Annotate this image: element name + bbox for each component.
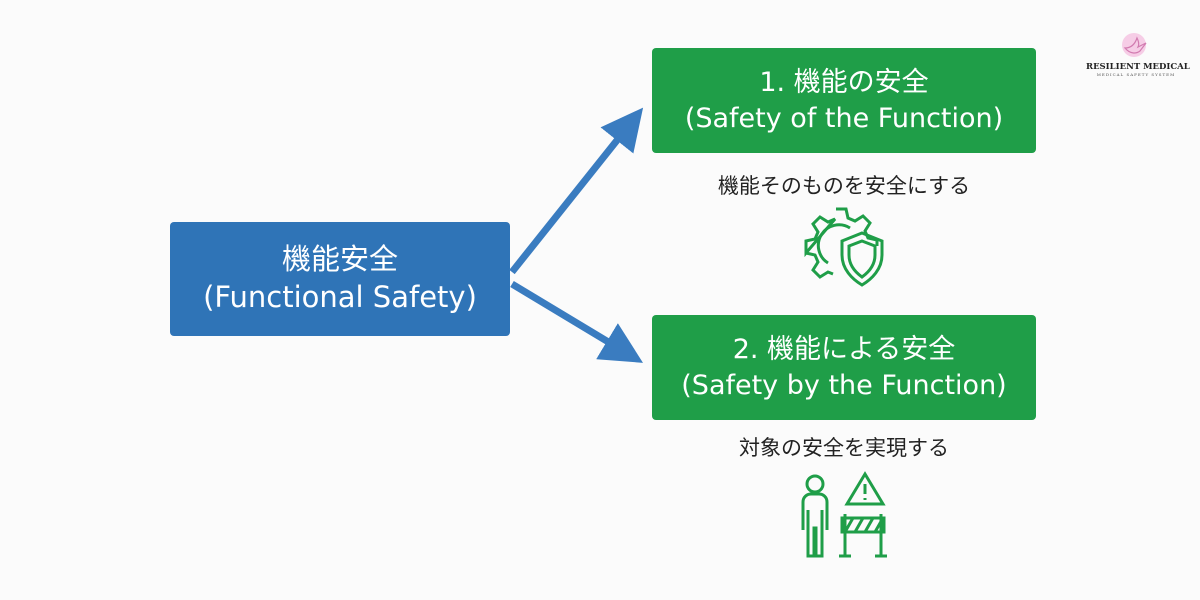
branch1-title: 1. 機能の安全 [759,67,929,99]
safety-of-function-box: 1. 機能の安全 (Safety of the Function) [652,48,1036,153]
branch2-title: 2. 機能による安全 [732,334,956,366]
root-subtitle: (Functional Safety) [203,280,477,314]
branch2-caption: 対象の安全を実現する [739,436,949,460]
logo-subtitle: MEDICAL SAFETY SYSTEM [1096,72,1176,77]
safety-by-function-box: 2. 機能による安全 (Safety by the Function) [652,315,1036,420]
logo-title: RESILIENT MEDICAL [1086,62,1190,72]
person-barrier-warning-icon [801,471,887,558]
resilient-medical-logo: RESILIENT MEDICAL MEDICAL SAFETY SYSTEM [1086,32,1190,77]
arrow-to-safety-by-function [510,281,643,363]
branch2-subtitle: (Safety by the Function) [681,369,1007,401]
gear-shield-icon [804,207,884,287]
branch1-subtitle: (Safety of the Function) [684,102,1004,134]
branch1-caption: 機能そのものを安全にする [717,174,971,198]
root-title: 機能安全 [281,242,398,277]
arrow-to-safety-of-function [509,107,644,275]
dove-logo-icon [1122,33,1147,57]
functional-safety-box: 機能安全 (Functional Safety) [170,222,510,336]
